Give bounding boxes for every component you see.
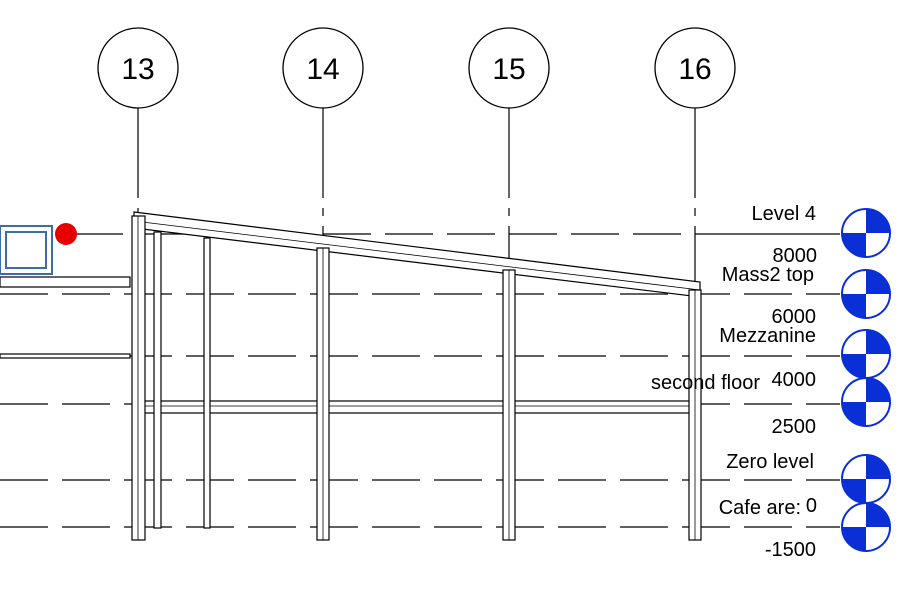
- level-elevation-zero-level[interactable]: 0: [806, 495, 817, 517]
- grid-bubble-14[interactable]: 14: [282, 27, 364, 109]
- column-13b: [153, 231, 162, 529]
- level-head-marker-icon[interactable]: [841, 377, 891, 427]
- roof-beam-inner-edge: [133, 220, 701, 291]
- level-elevation-mezzanine[interactable]: 4000: [772, 369, 817, 391]
- level-head-marker-quadrant: [866, 330, 890, 354]
- grid-bubble-icon: [282, 27, 364, 109]
- level-elevation-second-floor[interactable]: 2500: [772, 416, 817, 438]
- level-name-second-floor[interactable]: second floor: [651, 372, 760, 394]
- sloped-roof-beam: [133, 211, 701, 298]
- level-head-marker-icon[interactable]: [841, 329, 891, 379]
- level-head-marker-icon[interactable]: [841, 454, 891, 504]
- level-head-marker-quadrant: [866, 455, 890, 479]
- grid-bubble-15[interactable]: 15: [468, 27, 550, 109]
- level-head-marker-icon[interactable]: [841, 502, 891, 552]
- level-head-marker-quadrant: [842, 527, 866, 551]
- level-markers: [841, 208, 891, 552]
- level-head-marker-quadrant: [842, 294, 866, 318]
- level-elevation-level-4[interactable]: 8000: [773, 245, 818, 267]
- adjacent-roof-beam: [0, 276, 131, 288]
- selection-box[interactable]: [0, 225, 53, 275]
- grid-bubble-13[interactable]: 13: [97, 27, 179, 109]
- level-name-mass2-top[interactable]: Mass2 top: [722, 264, 814, 286]
- level-head-marker-quadrant: [842, 402, 866, 426]
- grid-label-14: 14: [306, 53, 339, 86]
- column-intermediate: [203, 237, 211, 529]
- second-floor-beam: [140, 400, 694, 414]
- grid-label-16: 16: [678, 53, 711, 86]
- level-head-marker-icon[interactable]: [841, 208, 891, 258]
- grid-bubble-16[interactable]: 16: [654, 27, 736, 109]
- level-head-marker-icon[interactable]: [841, 269, 891, 319]
- level-head-marker-quadrant: [866, 209, 890, 233]
- level-name-zero-level[interactable]: Zero level: [726, 451, 814, 473]
- grid-bubble-icon: [97, 27, 179, 109]
- red-point-icon[interactable]: [55, 223, 77, 245]
- level-labels: Level 4 8000 Mass2 top 6000 Mezzanine 40…: [651, 203, 817, 561]
- grid-label-15: 15: [492, 53, 525, 86]
- grid-bubbles: 13 14 15 16: [97, 27, 736, 109]
- adjacent-floor-beam: [0, 353, 131, 359]
- grid-lines: [137, 108, 696, 540]
- grid-label-13: 13: [121, 53, 154, 86]
- structural-frame[interactable]: [131, 211, 702, 541]
- level-elevation-cafe-area[interactable]: -1500: [765, 539, 816, 561]
- adjacent-structure[interactable]: [0, 276, 131, 359]
- selection-box-inner: [5, 231, 47, 269]
- level-name-level-4[interactable]: Level 4: [752, 203, 817, 225]
- level-head-marker-quadrant: [866, 270, 890, 294]
- column-13: [131, 215, 146, 541]
- grid-bubble-icon: [468, 27, 550, 109]
- selection-box-icon: [0, 225, 53, 275]
- level-head-marker-quadrant: [842, 479, 866, 503]
- level-head-marker-quadrant: [842, 233, 866, 257]
- level-head-marker-quadrant: [866, 503, 890, 527]
- level-name-cafe-area[interactable]: Cafe are:: [719, 497, 801, 519]
- level-head-marker-quadrant: [842, 354, 866, 378]
- grid-bubble-icon: [654, 27, 736, 109]
- level-elevation-mass2-top[interactable]: 6000: [772, 306, 817, 328]
- level-head-marker-quadrant: [866, 378, 890, 402]
- level-name-mezzanine[interactable]: Mezzanine: [719, 325, 816, 347]
